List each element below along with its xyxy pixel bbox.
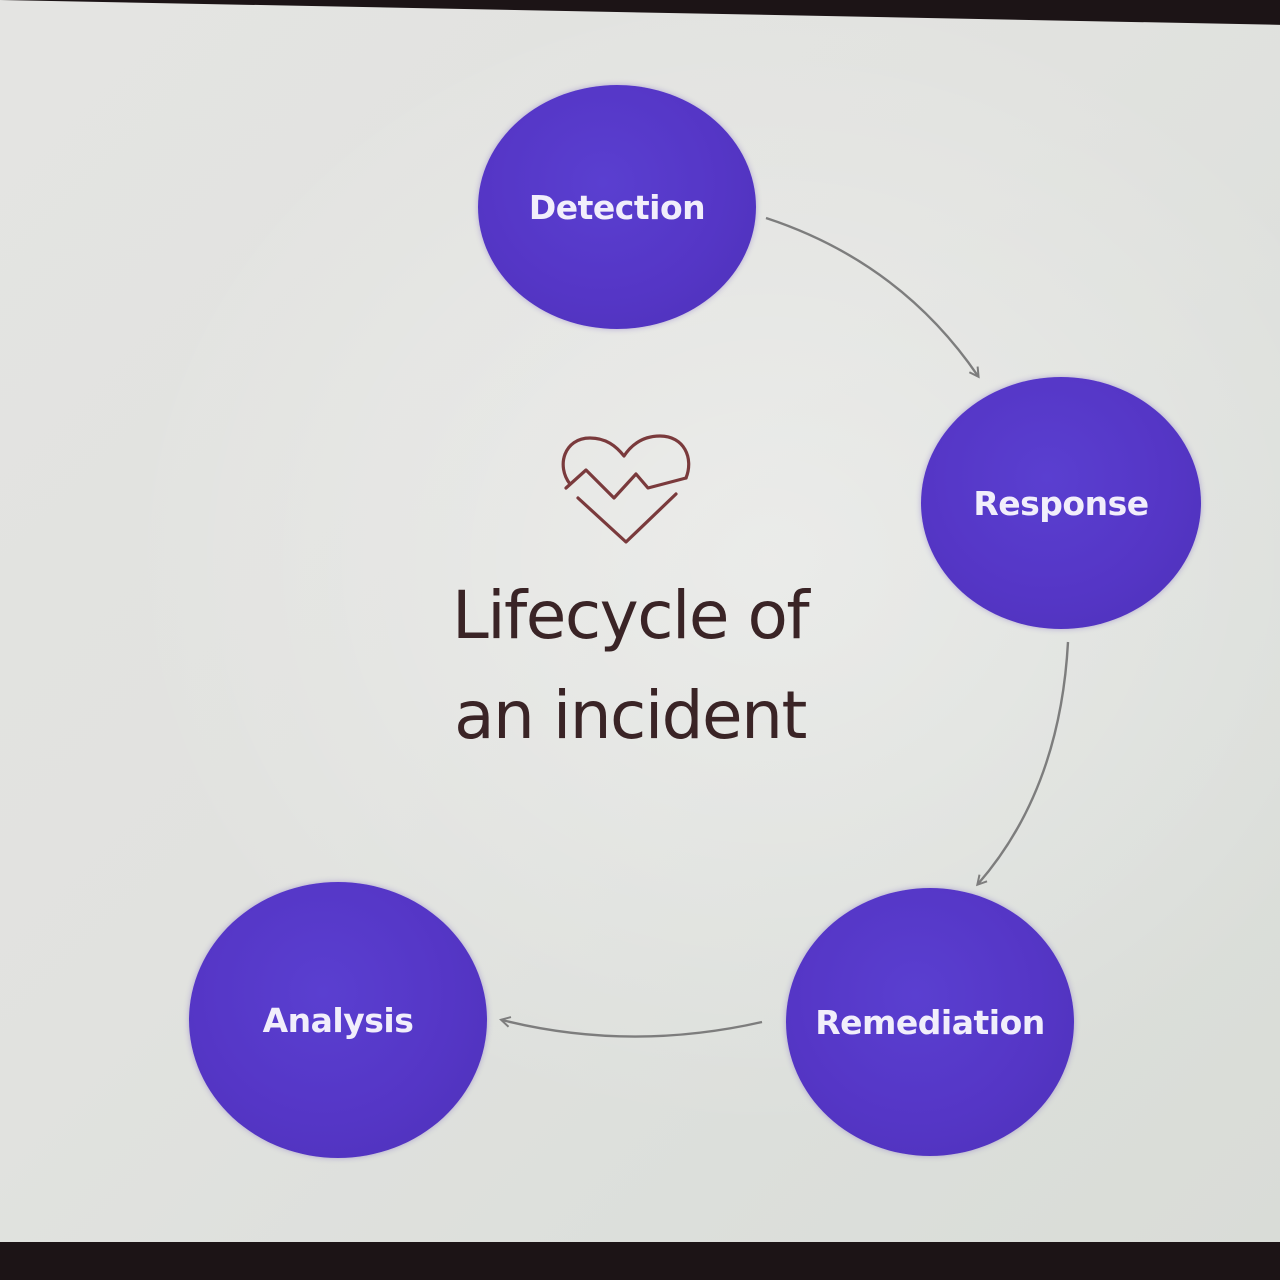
title-line-1: Lifecycle of (451, 577, 810, 654)
stage-detection: Detection (478, 85, 756, 329)
heart-pulse-icon (561, 434, 691, 544)
stage-response: Response (921, 377, 1201, 629)
title-line-2: an incident (454, 677, 807, 754)
arrow-response-to-remediation (975, 641, 1070, 887)
stage-label: Detection (528, 187, 706, 227)
arrow-remediation-to-analysis (499, 1016, 763, 1038)
stage-label: Analysis (262, 1000, 414, 1040)
diagram-title: Lifecycle of an incident (410, 566, 850, 766)
arrow-detection-to-response (765, 216, 980, 379)
stage-label: Remediation (815, 1002, 1045, 1042)
stage-label: Response (973, 483, 1149, 523)
stage-analysis: Analysis (189, 882, 487, 1158)
stage-remediation: Remediation (786, 888, 1074, 1156)
